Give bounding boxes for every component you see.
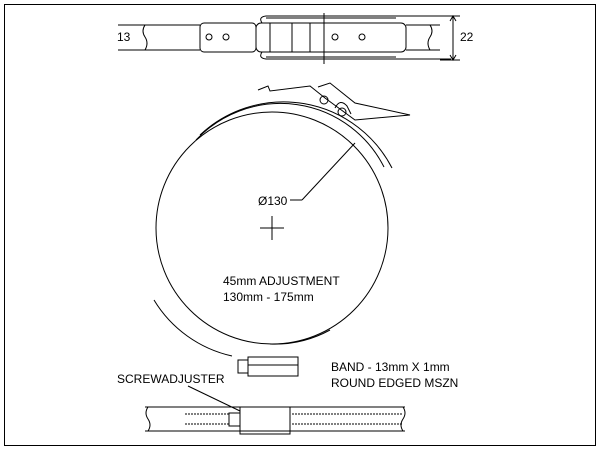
buckle-width-dimension: 22 xyxy=(460,30,474,44)
bottom-side-view xyxy=(145,385,406,435)
band-width-dimension: 13 xyxy=(117,30,131,44)
band-spec-line1: BAND - 13mm X 1mm xyxy=(331,360,450,374)
drawing-border xyxy=(4,4,596,446)
range-note: 130mm - 175mm xyxy=(223,290,314,304)
top-view xyxy=(118,13,460,64)
adjustment-note: 45mm ADJUSTMENT xyxy=(223,274,340,288)
diameter-dimension: Ø130 xyxy=(258,194,288,208)
screw-adjuster-label: SCREWADJUSTER xyxy=(117,372,225,386)
band-spec-line2: ROUND EDGED MSZN xyxy=(331,376,459,390)
clamp-front-view xyxy=(153,82,411,377)
